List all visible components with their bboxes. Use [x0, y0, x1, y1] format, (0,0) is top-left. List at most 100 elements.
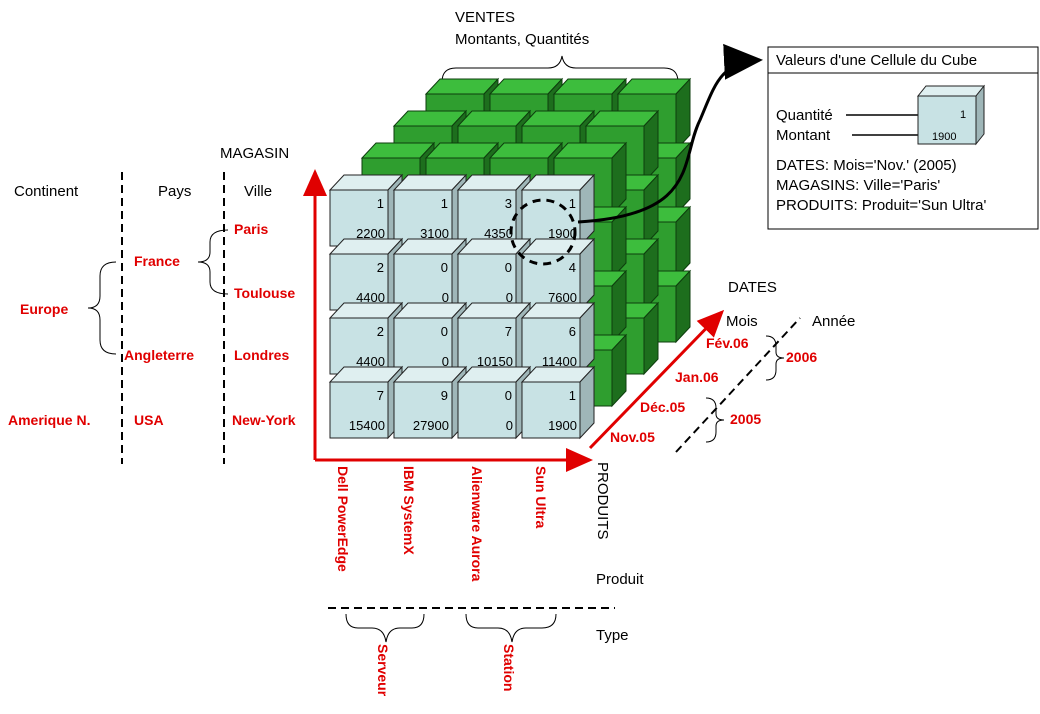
europe-brace — [87, 261, 117, 355]
cell-quantity: 2 — [377, 260, 384, 275]
cell-quantity: 1 — [569, 196, 576, 211]
continent-europe: Europe — [20, 301, 68, 317]
cell-amount: 1900 — [548, 418, 577, 433]
country-usa: USA — [134, 412, 164, 428]
callout-cube-amount: 1900 — [932, 131, 956, 143]
callout-cube-quantity: 1 — [960, 109, 966, 121]
callout-title: Valeurs d'une Cellule du Cube — [776, 52, 977, 69]
cube-cell: 00 — [456, 365, 532, 440]
mois-annee-divider — [675, 317, 801, 453]
dates-axis-arrow — [588, 309, 725, 450]
product-sun: Sun Ultra — [533, 466, 549, 528]
ventes-subtitle: Montants, Quantités — [455, 31, 589, 48]
cell-quantity: 0 — [441, 324, 448, 339]
cell-amount: 15400 — [349, 418, 385, 433]
month-dec05: Déc.05 — [640, 399, 685, 415]
callout-cube — [916, 84, 986, 146]
product-dell: Dell PowerEdge — [335, 466, 351, 572]
cell-quantity: 0 — [441, 260, 448, 275]
cube-cell: 3 4350 — [456, 173, 532, 248]
ventes-title: VENTES — [455, 9, 515, 26]
ventes-brace — [441, 55, 679, 83]
y2006-brace — [765, 335, 785, 381]
cell-quantity: 6 — [569, 324, 576, 339]
country-angleterre: Angleterre — [124, 347, 194, 363]
cell-amount: 4400 — [356, 354, 385, 369]
cell-amount: 11400 — [542, 354, 577, 369]
cell-amount: 0 — [442, 354, 449, 369]
cell-amount: 7600 — [548, 290, 577, 305]
city-toulouse: Toulouse — [234, 285, 295, 301]
cell-amount: 1900 — [548, 226, 577, 241]
city-londres: Londres — [234, 347, 289, 363]
cube-cell: 1 2200 — [328, 173, 404, 248]
dates-axis-title: DATES — [728, 279, 777, 296]
product-alienware: Alienware Aurora — [469, 466, 485, 582]
magasin-axis-title: MAGASIN — [220, 145, 289, 162]
front-cube-grid: 1220013100343501190024400000047600244000… — [328, 173, 596, 440]
cube-cell: 6 11400 — [520, 301, 596, 376]
cell-quantity: 7 — [377, 388, 384, 403]
produit-level: Produit — [596, 571, 644, 588]
cell-quantity: 1 — [377, 196, 384, 211]
cell-amount: 4350 — [484, 226, 513, 241]
callout-line-magasins: MAGASINS: Ville='Paris' — [776, 177, 940, 194]
cube-cell: 1 1900 — [520, 173, 596, 248]
cube-cell: 2 4400 — [328, 301, 404, 376]
cell-values-callout: Valeurs d'une Cellule du Cube Quantité M… — [767, 46, 1039, 230]
country-france: France — [134, 253, 180, 269]
month-jan06: Jan.06 — [675, 369, 719, 385]
cell-quantity: 0 — [505, 260, 512, 275]
callout-line-dates: DATES: Mois='Nov.' (2005) — [776, 157, 957, 174]
cell-amount: 27900 — [413, 418, 449, 433]
cube-cell: 00 — [392, 301, 468, 376]
cell-amount: 4400 — [356, 290, 385, 305]
cell-quantity: 1 — [441, 196, 448, 211]
cell-quantity: 9 — [441, 388, 448, 403]
cell-quantity: 2 — [377, 324, 384, 339]
type-serveur: Serveur — [375, 644, 391, 697]
year-2006: 2006 — [786, 349, 817, 365]
continent-amerique: Amerique N. — [8, 412, 90, 428]
cube-cell: 00 — [392, 237, 468, 312]
mois-level: Mois — [726, 313, 758, 330]
month-nov05: Nov.05 — [610, 429, 655, 445]
month-fev06: Fév.06 — [706, 335, 749, 351]
level-ville: Ville — [244, 183, 272, 200]
cube-cell: 00 — [456, 237, 532, 312]
cell-quantity: 1 — [569, 388, 576, 403]
cube-cell: 2 4400 — [328, 237, 404, 312]
cell-amount: 0 — [506, 290, 513, 305]
city-new-york: New-York — [232, 412, 296, 428]
cell-quantity: 3 — [505, 196, 512, 211]
annee-level: Année — [812, 313, 855, 330]
year-2005: 2005 — [730, 411, 761, 427]
cell-quantity: 0 — [505, 388, 512, 403]
callout-connector-arrow — [577, 43, 763, 224]
callout-quantite-label: Quantité — [776, 107, 833, 124]
france-brace — [197, 229, 229, 295]
produits-axis-title: PRODUITS — [594, 462, 611, 540]
cell-amount: 3100 — [420, 226, 449, 241]
highlight-circle — [509, 198, 577, 266]
type-station: Station — [501, 644, 517, 691]
cell-amount: 0 — [506, 418, 513, 433]
station-brace — [465, 613, 557, 643]
cell-amount: 0 — [442, 290, 449, 305]
cell-amount: 2200 — [356, 226, 385, 241]
cube-cell: 9 27900 — [392, 365, 468, 440]
level-pays: Pays — [158, 183, 191, 200]
cube-cell: 1 3100 — [392, 173, 468, 248]
serveur-brace — [345, 613, 425, 643]
y2005-brace — [705, 397, 725, 443]
level-continent: Continent — [14, 183, 79, 200]
cube-cell: 7 15400 — [328, 365, 404, 440]
cell-amount: 10150 — [477, 354, 513, 369]
callout-montant-label: Montant — [776, 127, 831, 144]
callout-line-produits: PRODUITS: Produit='Sun Ultra' — [776, 197, 987, 214]
type-level: Type — [596, 627, 629, 644]
city-paris: Paris — [234, 221, 268, 237]
